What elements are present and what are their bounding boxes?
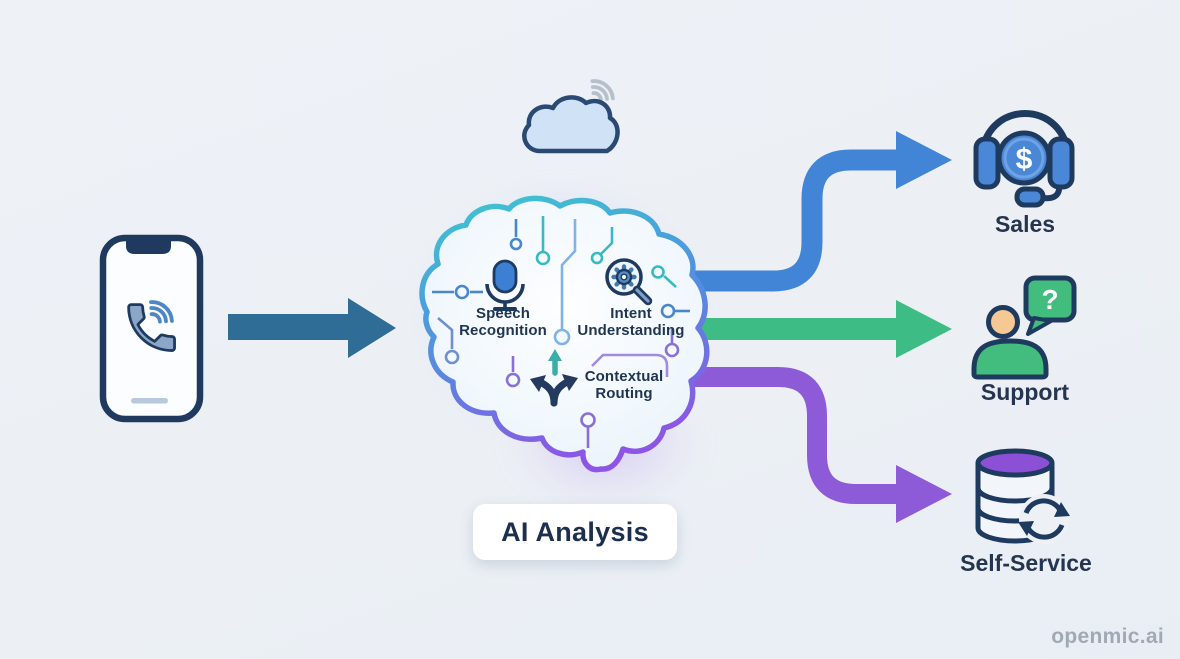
intent-line2: Understanding xyxy=(577,321,685,339)
smartphone-icon xyxy=(99,234,204,423)
person-question-icon: ? xyxy=(971,275,1077,380)
contextual-line1: Contextual xyxy=(584,368,664,385)
headset-dollar-icon: $ xyxy=(973,110,1075,208)
cloud-icon xyxy=(522,95,620,154)
contextual-routing-label: Contextual Routing xyxy=(574,368,674,402)
sales-label: Sales xyxy=(994,211,1056,237)
watermark: openmic.ai xyxy=(1051,625,1164,648)
arrow-selfservice xyxy=(692,367,952,523)
input-arrow xyxy=(228,298,396,358)
circuit-traces xyxy=(432,216,690,448)
support-label: Support xyxy=(980,379,1070,405)
cloud-wifi-icon xyxy=(590,79,615,102)
dollar-glyph: $ xyxy=(1016,143,1033,176)
arrow-sales xyxy=(692,131,952,292)
ai-analysis-badge: AI Analysis xyxy=(473,504,677,560)
question-glyph: ? xyxy=(1041,284,1058,315)
intent-understanding-label: Intent Understanding xyxy=(561,305,701,339)
contextual-line2: Routing xyxy=(595,384,653,402)
selfservice-label: Self-Service xyxy=(960,550,1092,576)
speech-line1: Speech xyxy=(476,305,530,322)
branch-arrows-icon xyxy=(530,349,578,407)
microphone-icon xyxy=(485,259,525,311)
database-sync-icon xyxy=(975,448,1070,544)
speech-line2: Recognition xyxy=(459,321,547,339)
phone-call-icon xyxy=(127,303,176,352)
speech-recognition-label: Speech Recognition xyxy=(433,305,573,339)
arrow-support xyxy=(688,300,952,358)
intent-line1: Intent xyxy=(610,305,652,322)
phone-wifi-icon xyxy=(149,300,174,324)
gear-magnifier-icon xyxy=(605,258,653,306)
